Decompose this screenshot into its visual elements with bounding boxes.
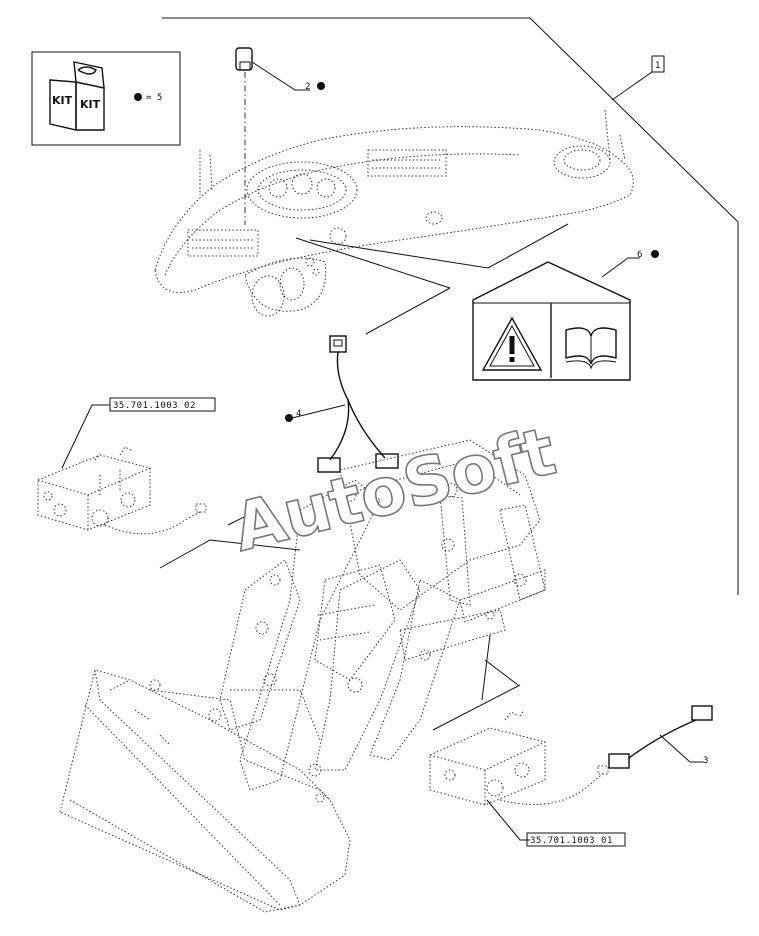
lower-valve: 35.701.1003 01 <box>429 684 626 847</box>
loader-bucket <box>59 669 351 913</box>
manual-book-icon <box>565 327 617 370</box>
dashboard-outline <box>154 109 634 317</box>
item-2-label: 2 <box>305 82 310 92</box>
upper-valve: 35.701.1003 02 <box>37 397 216 535</box>
item-1-label: 1 <box>655 61 660 71</box>
item-4-harness: 4 <box>285 335 399 473</box>
item-4-dot-icon <box>285 414 293 422</box>
item-6-warning-decal: 6 <box>472 250 659 381</box>
ref-lower-label: 35.701.1003 01 <box>530 836 613 846</box>
item-3-label: 3 <box>703 756 708 766</box>
item-3-harness: 3 <box>608 705 713 769</box>
loader-frame <box>149 439 546 801</box>
kit-box: KIT KIT = 5 <box>31 51 181 146</box>
item-4-label: 4 <box>296 409 301 419</box>
kit-icon: KIT KIT <box>49 61 105 131</box>
kit-dot-icon <box>134 93 142 101</box>
watermark-text: AutoSoft <box>226 413 563 567</box>
item-1-bracket: 1 <box>162 17 739 595</box>
watermark: AutoSoft <box>225 412 564 568</box>
warning-triangle-icon <box>481 316 543 371</box>
item-6-dot-icon <box>651 250 659 258</box>
item-6-label: 6 <box>637 250 642 260</box>
kit-label-right: KIT <box>80 98 101 111</box>
ref-upper-label: 35.701.1003 02 <box>113 401 196 411</box>
kit-callout: = 5 <box>146 93 162 103</box>
item-2-switch: 2 <box>235 47 325 225</box>
kit-label-left: KIT <box>52 94 73 107</box>
dashboard-leader-lines <box>295 223 569 335</box>
item-2-dot-icon <box>317 82 325 90</box>
